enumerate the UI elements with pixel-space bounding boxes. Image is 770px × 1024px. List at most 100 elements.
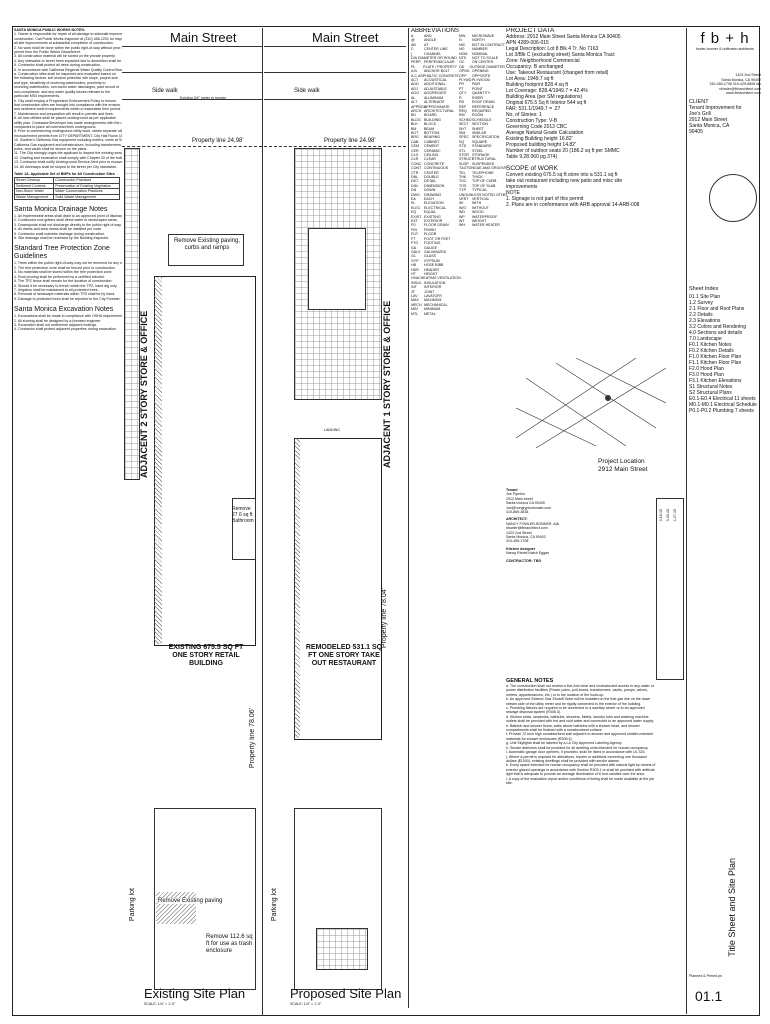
abbreviation-meaning: SIMILAR — [472, 130, 487, 135]
abbreviation-code: GYP — [411, 258, 419, 263]
note-line: non-compliance, and any water quality is… — [14, 89, 111, 94]
tenant-label: Tenant — [506, 488, 518, 492]
general-note-line: outlets shall be provided with hot and c… — [506, 719, 654, 724]
abbreviation-meaning: DOUBLE — [424, 175, 439, 179]
abbreviation-meaning: ROOF DRAIN — [472, 100, 495, 105]
abbreviation-code: MTL — [411, 311, 419, 316]
tree-note-line: 2. The tree protection zone shall be fen… — [14, 265, 116, 270]
project-data-line: Governing Code 2013 CBC — [506, 124, 567, 130]
abbreviation-code: ADJ — [411, 86, 418, 91]
project-location-address: 2912 Main Street — [598, 466, 648, 473]
project-data-line: Building Area (per SM regulations) — [506, 94, 583, 100]
existing-meter-note: Existing 3/4" meter to remain — [180, 96, 227, 100]
tree-note-line: 7. Irrigation shall be maintained to all… — [14, 287, 99, 292]
abbreviation-code: CEM — [411, 144, 419, 149]
abbreviation-code: PLYWD — [459, 78, 472, 83]
scope-line: Convert existing 675.5 sq ft store into … — [506, 172, 618, 178]
existing-sidewall-hatch — [154, 276, 162, 644]
firm-address-line: 1423 2nd Street — [735, 73, 761, 78]
existing-remove-paving: Remove Existing paving, curbs and ramps — [173, 238, 241, 251]
abbreviation-code: EQ — [411, 210, 417, 215]
abbreviation-meaning: JOINT — [424, 289, 435, 294]
general-note-line: e. Bathtub and shower floors, walls abov… — [506, 723, 640, 728]
remove-bath-box — [232, 498, 256, 560]
proposed-property-line-side: Property line 78.04' — [381, 588, 388, 649]
abbreviation-code: CLR — [411, 157, 419, 162]
abbreviation-meaning: CONTINUOUS — [424, 166, 449, 171]
abbreviation-meaning: FINISH — [424, 227, 436, 232]
client-line: 90405 — [689, 129, 703, 136]
abbreviation-meaning: ACOUSTICAL — [424, 78, 447, 83]
proposed-building-outline — [294, 438, 382, 740]
abbreviation-meaning: OPPOSITE — [472, 73, 491, 78]
existing-remove-paving2: Remove Existing paving — [158, 898, 223, 904]
bmp-table-cell: Street Cleanup — [14, 177, 55, 184]
bmp-table-cell: Preservation of Existing Vegetation — [53, 182, 120, 190]
abbreviation-code: FD — [411, 223, 416, 228]
sheet-title-vertical: Title Sheet and Site Plan — [727, 858, 737, 957]
abbreviation-meaning: CONCRETE — [424, 161, 445, 166]
revision-date: 3-30-15 — [666, 509, 670, 522]
abbreviation-code: BM — [411, 126, 417, 131]
general-notes-title: GENERAL NOTES — [506, 678, 554, 684]
abbreviation-meaning: ELECTRICAL — [424, 205, 447, 210]
sheet-index-item: S1 Structural Notes — [689, 384, 733, 390]
drainage-note-line: 2. Continuous roof gutters shall direct … — [14, 218, 118, 223]
abbreviation-meaning: CENTER — [424, 170, 439, 175]
abbreviation-meaning: METAL — [424, 311, 436, 316]
designer-label: Kitchen designer — [506, 546, 536, 551]
project-data-line: Proposed building height 14.82' — [506, 142, 576, 148]
general-note-line: sewage disposal system (R306.3). — [506, 710, 561, 715]
abbreviation-meaning: ELEVATION — [424, 201, 444, 206]
note-line: 11. The City strongly urges the applican… — [14, 151, 122, 156]
abbreviation-code: BOT — [411, 130, 419, 135]
abbreviation-meaning: BOARD — [424, 113, 437, 118]
project-data-line: Lot Area: 1949.7 sq ft — [506, 76, 554, 82]
abbreviation-code: HVAC — [411, 276, 421, 281]
excavation-note-line: 3. Excavation shall not undermine adjace… — [14, 322, 98, 327]
existing-remove-bath: Remove 27.6 sq ft Bathroom — [232, 506, 254, 524]
abbreviation-meaning: PLATE / PROPERTY — [423, 64, 457, 69]
location-map — [516, 358, 666, 448]
proposed-sidewalk-band — [264, 72, 406, 100]
firm-name: fowler-bonner & hoffmann architects — [696, 47, 754, 51]
note-line: and type, sensitivity of receiving water… — [14, 80, 106, 85]
abbreviation-code: MECH — [411, 302, 422, 307]
abbreviation-meaning: SECTION — [472, 122, 488, 127]
abbreviation-meaning: GAUGE — [424, 245, 437, 250]
tenant-line: Joe Piperko — [506, 492, 525, 497]
general-note-line: a. The construction shall not restrict a… — [506, 684, 654, 688]
sheet-number: 01.1 — [695, 988, 723, 1004]
abbreviation-meaning: GLASS — [424, 254, 436, 259]
existing-building-label: EXISTING 675.5 SQ FT ONE STORY RETAIL BU… — [168, 644, 244, 667]
proposed-parking-lot: Parking lot — [271, 888, 278, 922]
project-data-list: Address: 2912 Main Street Santa Monica C… — [506, 34, 684, 160]
proposed-sidewalk-label: Side walk — [294, 88, 320, 94]
sheet-index-item: 2.3 Elevations — [689, 318, 721, 324]
revision-date: 3-16-15 — [659, 509, 663, 522]
title-block: f b + h fowler-bonner & hoffmann archite… — [686, 28, 761, 1014]
abbreviation-row: A.B.ANCHOR BOLT — [411, 69, 457, 73]
drainage-list: 1. All impermeable areas shall drain to … — [14, 214, 122, 240]
tree-note-line: 3. No materials shall be stored within t… — [14, 270, 113, 275]
